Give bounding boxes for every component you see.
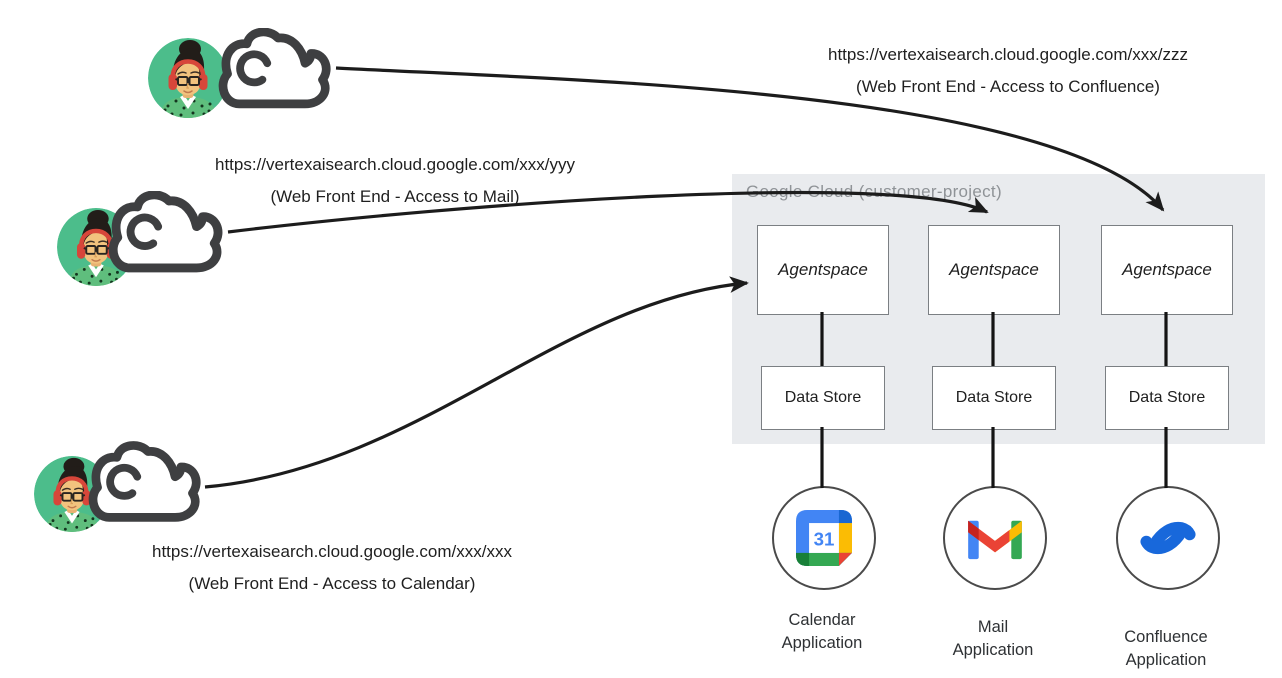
user-2-url-block: https://vertexaisearch.cloud.google.com/… <box>135 149 655 213</box>
user-3-caption: (Web Front End - Access to Calendar) <box>188 574 476 593</box>
confluence-app-circle <box>1116 486 1220 590</box>
calendar-day-number: 31 <box>814 528 835 549</box>
agentspace-label: Agentspace <box>949 260 1039 279</box>
user-2-caption: (Web Front End - Access to Mail) <box>270 187 520 206</box>
agentspace-box-confluence: Agentspace <box>1101 225 1233 315</box>
user-1-url: https://vertexaisearch.cloud.google.com/… <box>828 45 1188 64</box>
gmail-icon <box>966 515 1024 561</box>
user-2-url: https://vertexaisearch.cloud.google.com/… <box>215 155 575 174</box>
app-label-line1: Mail <box>977 618 1009 636</box>
agentspace-box-calendar: Agentspace <box>757 225 889 315</box>
user-3-url: https://vertexaisearch.cloud.google.com/… <box>152 542 512 561</box>
app-label-line2: Application <box>781 634 863 652</box>
mail-app-label: Mail Application <box>908 616 1078 662</box>
app-label-line2: Application <box>952 641 1034 659</box>
user-1-url-block: https://vertexaisearch.cloud.google.com/… <box>748 39 1268 103</box>
agentspace-box-mail: Agentspace <box>928 225 1060 315</box>
calendar-app-circle: 31 <box>772 486 876 590</box>
app-label-line1: Confluence <box>1124 628 1208 646</box>
cloud-icon <box>213 28 339 112</box>
datastore-box-calendar: Data Store <box>761 366 885 430</box>
app-label-line1: Calendar <box>788 611 856 629</box>
google-calendar-icon: 31 <box>796 510 852 566</box>
confluence-app-label: Confluence Application <box>1081 626 1251 672</box>
user-1-cloud <box>213 28 339 112</box>
google-cloud-panel-title: Google Cloud (customer-project) <box>746 182 1002 201</box>
user-3-url-block: https://vertexaisearch.cloud.google.com/… <box>72 536 592 600</box>
datastore-label: Data Store <box>1128 389 1206 406</box>
user-3-cloud <box>83 441 209 526</box>
datastore-label: Data Store <box>784 389 862 406</box>
datastore-box-confluence: Data Store <box>1105 366 1229 430</box>
cloud-icon <box>83 441 209 526</box>
mail-app-circle <box>943 486 1047 590</box>
datastore-label: Data Store <box>955 389 1033 406</box>
confluence-icon <box>1140 510 1196 566</box>
agentspace-label: Agentspace <box>1122 260 1212 279</box>
agentspace-label: Agentspace <box>778 260 868 279</box>
arrow-user3-to-calendar-agentspace <box>204 276 749 489</box>
datastore-box-mail: Data Store <box>932 366 1056 430</box>
app-label-line2: Application <box>1125 651 1207 669</box>
calendar-app-label: Calendar Application <box>737 609 907 655</box>
user-1-caption: (Web Front End - Access to Confluence) <box>856 77 1160 96</box>
